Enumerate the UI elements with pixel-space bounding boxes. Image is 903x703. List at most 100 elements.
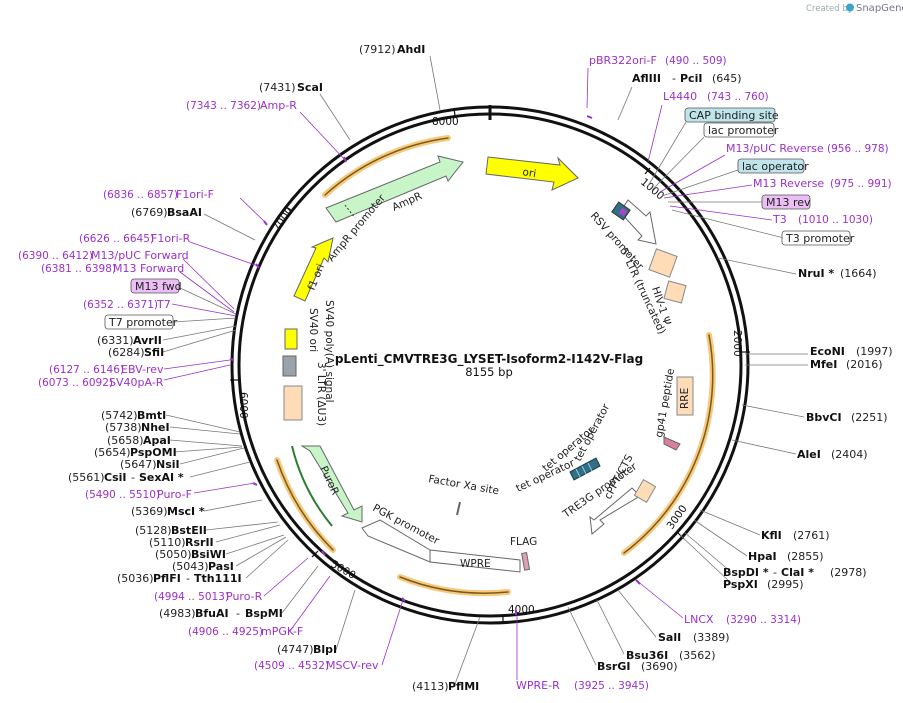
label-lncx[interactable]: LNCX (3290 .. 3314) — [684, 613, 801, 626]
label-sfii[interactable]: (6284) SfiI — [108, 346, 164, 359]
feature-3ltr[interactable]: 3' LTR (ΔU3) — [283, 362, 327, 426]
svg-text:(2978): (2978) — [830, 566, 867, 579]
label-ebv-rev[interactable]: (6127 .. 6146) EBV-rev — [49, 363, 164, 376]
label-bmti[interactable]: (5742) BmtI — [101, 409, 166, 422]
label-pflfi-tth111i[interactable]: (5036) PflFI - Tth111I — [117, 572, 242, 585]
label-kfli[interactable]: KflI (2761) — [761, 529, 830, 542]
label-pasi[interactable]: (5043) PasI — [172, 560, 234, 573]
svg-text:lac promoter: lac promoter — [708, 124, 779, 137]
label-m13-puc-reverse[interactable]: M13/pUC Reverse (956 .. 978) — [726, 142, 889, 155]
svg-text:(6390 .. 6412): (6390 .. 6412) — [18, 250, 93, 262]
feature-gp41-rre[interactable]: RRE gp41 peptide — [653, 368, 694, 451]
svg-text:(5043): (5043) — [172, 560, 209, 573]
label-nsii[interactable]: (5647) NsiI — [120, 458, 180, 471]
svg-text:T7: T7 — [156, 298, 171, 311]
label-apai[interactable]: (5658) ApaI — [107, 434, 171, 447]
label-bsrgi[interactable]: BsrGI (3690) — [597, 660, 678, 673]
label-m13-forward[interactable]: (6381 .. 6398) M13 Forward — [41, 262, 184, 275]
svg-text:PflMI: PflMI — [448, 680, 479, 693]
label-rsrii[interactable]: (5110) RsrII — [149, 536, 214, 549]
label-m13-rev[interactable]: M13 rev — [761, 194, 811, 210]
label-f1ori-f[interactable]: (6836 .. 6857) F1ori-F — [103, 188, 214, 201]
svg-text:-: - — [672, 72, 676, 85]
label-nrui[interactable]: NruI * (1664) — [798, 267, 877, 280]
label-wpre-r[interactable]: WPRE-R (3925 .. 3945) — [516, 679, 649, 692]
label-t3-promoter[interactable]: T3 promoter — [781, 230, 855, 246]
label-mfei[interactable]: MfeI (2016) — [810, 358, 883, 371]
label-msci[interactable]: (5369) MscI * — [131, 505, 205, 518]
svg-text:lac operator: lac operator — [742, 160, 809, 173]
feature-tet-operators[interactable]: tet operator tet operator tet operator — [514, 401, 612, 494]
svg-text:BsrGI: BsrGI — [597, 660, 630, 673]
svg-text:(5742): (5742) — [101, 409, 138, 422]
feature-3ltr-label: 3' LTR (ΔU3) — [315, 362, 327, 426]
label-afliii-pcii[interactable]: AflIII - PciI (645) — [632, 72, 742, 85]
label-m13-fwd[interactable]: M13 fwd — [130, 278, 182, 294]
feature-sv40-polya-label: SV40 poly(A) signal — [323, 300, 335, 403]
svg-text:(5050): (5050) — [155, 548, 192, 561]
label-avrii[interactable]: (6331) AvrII — [97, 334, 162, 347]
label-scai[interactable]: (7431) ScaI — [259, 81, 323, 94]
label-sv40pa-r[interactable]: (6073 .. 6092) SV40pA-R — [38, 376, 164, 389]
label-m13-reverse[interactable]: M13 Reverse (975 .. 991) — [753, 177, 892, 190]
feature-factor-xa[interactable]: Factor Xa site — [427, 473, 500, 516]
label-bfuai-bspmi[interactable]: (4983) BfuAI - BspMI — [159, 607, 283, 620]
label-csii-sexai[interactable]: (5561) CsiI - SexAI * — [68, 471, 184, 484]
label-puro-f[interactable]: (5490 .. 5510) Puro-F — [85, 488, 192, 501]
feature-wpre[interactable]: WPRE — [429, 549, 521, 573]
feature-rsv-promoter[interactable]: RSV promoter — [588, 199, 657, 273]
plasmid-size: 8155 bp — [465, 365, 513, 379]
label-sali[interactable]: SalI (3389) — [658, 631, 730, 644]
label-mpgk-f[interactable]: (4906 .. 4925) mPGK-F — [188, 625, 303, 638]
label-m13-puc-forward[interactable]: (6390 .. 6412) M13/pUC Forward — [18, 249, 189, 262]
label-bsiwi[interactable]: (5050) BsiWI — [155, 548, 226, 561]
svg-text:(6284): (6284) — [108, 346, 145, 359]
label-pspxi[interactable]: PspXI (2995) — [723, 578, 804, 591]
label-bsaai[interactable]: (6769) BsaAI — [131, 206, 202, 219]
right-label-leaders — [454, 67, 808, 685]
label-cap-binding-site[interactable]: CAP binding site — [684, 107, 779, 123]
label-pflmi[interactable]: (4113) PflMI — [412, 680, 479, 693]
primer-name: L4440 — [663, 90, 697, 103]
label-bsu36i[interactable]: Bsu36I (3562) — [626, 649, 716, 662]
label-blpi[interactable]: (4747) BlpI — [277, 643, 337, 656]
label-bspdi-clai[interactable]: BspDI * - ClaI * (2978) — [723, 566, 867, 579]
label-lac-promoter[interactable]: lac promoter — [703, 122, 779, 138]
svg-text:Tth111I: Tth111I — [194, 572, 242, 585]
svg-text:F1ori-F: F1ori-F — [176, 188, 214, 201]
svg-text:(6352 .. 6371): (6352 .. 6371) — [83, 299, 158, 311]
label-bsteii[interactable]: (5128) BstEII — [135, 524, 207, 537]
label-mscv-rev[interactable]: (4509 .. 4532) MSCV-rev — [254, 659, 379, 672]
feature-flag[interactable]: FLAG — [510, 536, 537, 571]
label-ahdi[interactable]: (7912) AhdI — [359, 43, 425, 56]
plasmid-name: pLenti_CMVTRE3G_LYSET-Isoform2-I142V-Fla… — [335, 352, 643, 367]
label-t7-promoter[interactable]: T7 promoter — [104, 314, 178, 330]
svg-text:AvrII: AvrII — [133, 334, 162, 347]
svg-text:NsiI: NsiI — [156, 458, 180, 471]
label-nhei[interactable]: (5738) NheI — [105, 421, 170, 434]
feature-f1-ori[interactable]: f1 ori — [293, 237, 334, 302]
label-t3[interactable]: T3 (1010 .. 1030) — [772, 213, 873, 226]
label-pbr322ori-f[interactable]: pBR322ori-F (490 .. 509) — [589, 54, 727, 67]
enzyme-name: AflIII — [632, 72, 661, 85]
label-bbvci[interactable]: BbvCI (2251) — [806, 411, 888, 424]
label-amp-r[interactable]: (7343 .. 7362) Amp-R — [186, 99, 297, 112]
snapgene-watermark: Created by SnapGene — [806, 3, 903, 14]
label-econi[interactable]: EcoNI (1997) — [810, 345, 893, 358]
feature-sv40-ori[interactable]: SV40 ori — [284, 308, 319, 352]
svg-text:(3925 .. 3945): (3925 .. 3945) — [574, 680, 649, 692]
label-lac-operator[interactable]: lac operator — [737, 158, 809, 174]
feature-ori[interactable]: ori — [485, 156, 579, 191]
feature-ampr[interactable]: AmpR AmpR promoter — [325, 155, 464, 264]
label-pspomi[interactable]: (5654) PspOMI — [94, 446, 177, 459]
label-l4440[interactable]: L4440 (743 .. 760) — [663, 90, 769, 103]
feature-wpre-label: WPRE — [460, 558, 491, 570]
label-hpai[interactable]: HpaI (2855) — [748, 550, 824, 563]
feature-sv40-polya[interactable]: SV40 poly(A) signal — [282, 300, 335, 403]
label-alei[interactable]: AleI (2404) — [797, 448, 868, 461]
label-t7[interactable]: (6352 .. 6371) T7 — [83, 298, 171, 311]
label-puro-r[interactable]: (4994 .. 5013) Puro-R — [154, 590, 263, 603]
primer-pos: (1010 .. 1030) — [798, 214, 873, 226]
svg-text:SfiI: SfiI — [144, 346, 164, 359]
label-f1ori-r[interactable]: (6626 .. 6645) F1ori-R — [79, 232, 191, 245]
